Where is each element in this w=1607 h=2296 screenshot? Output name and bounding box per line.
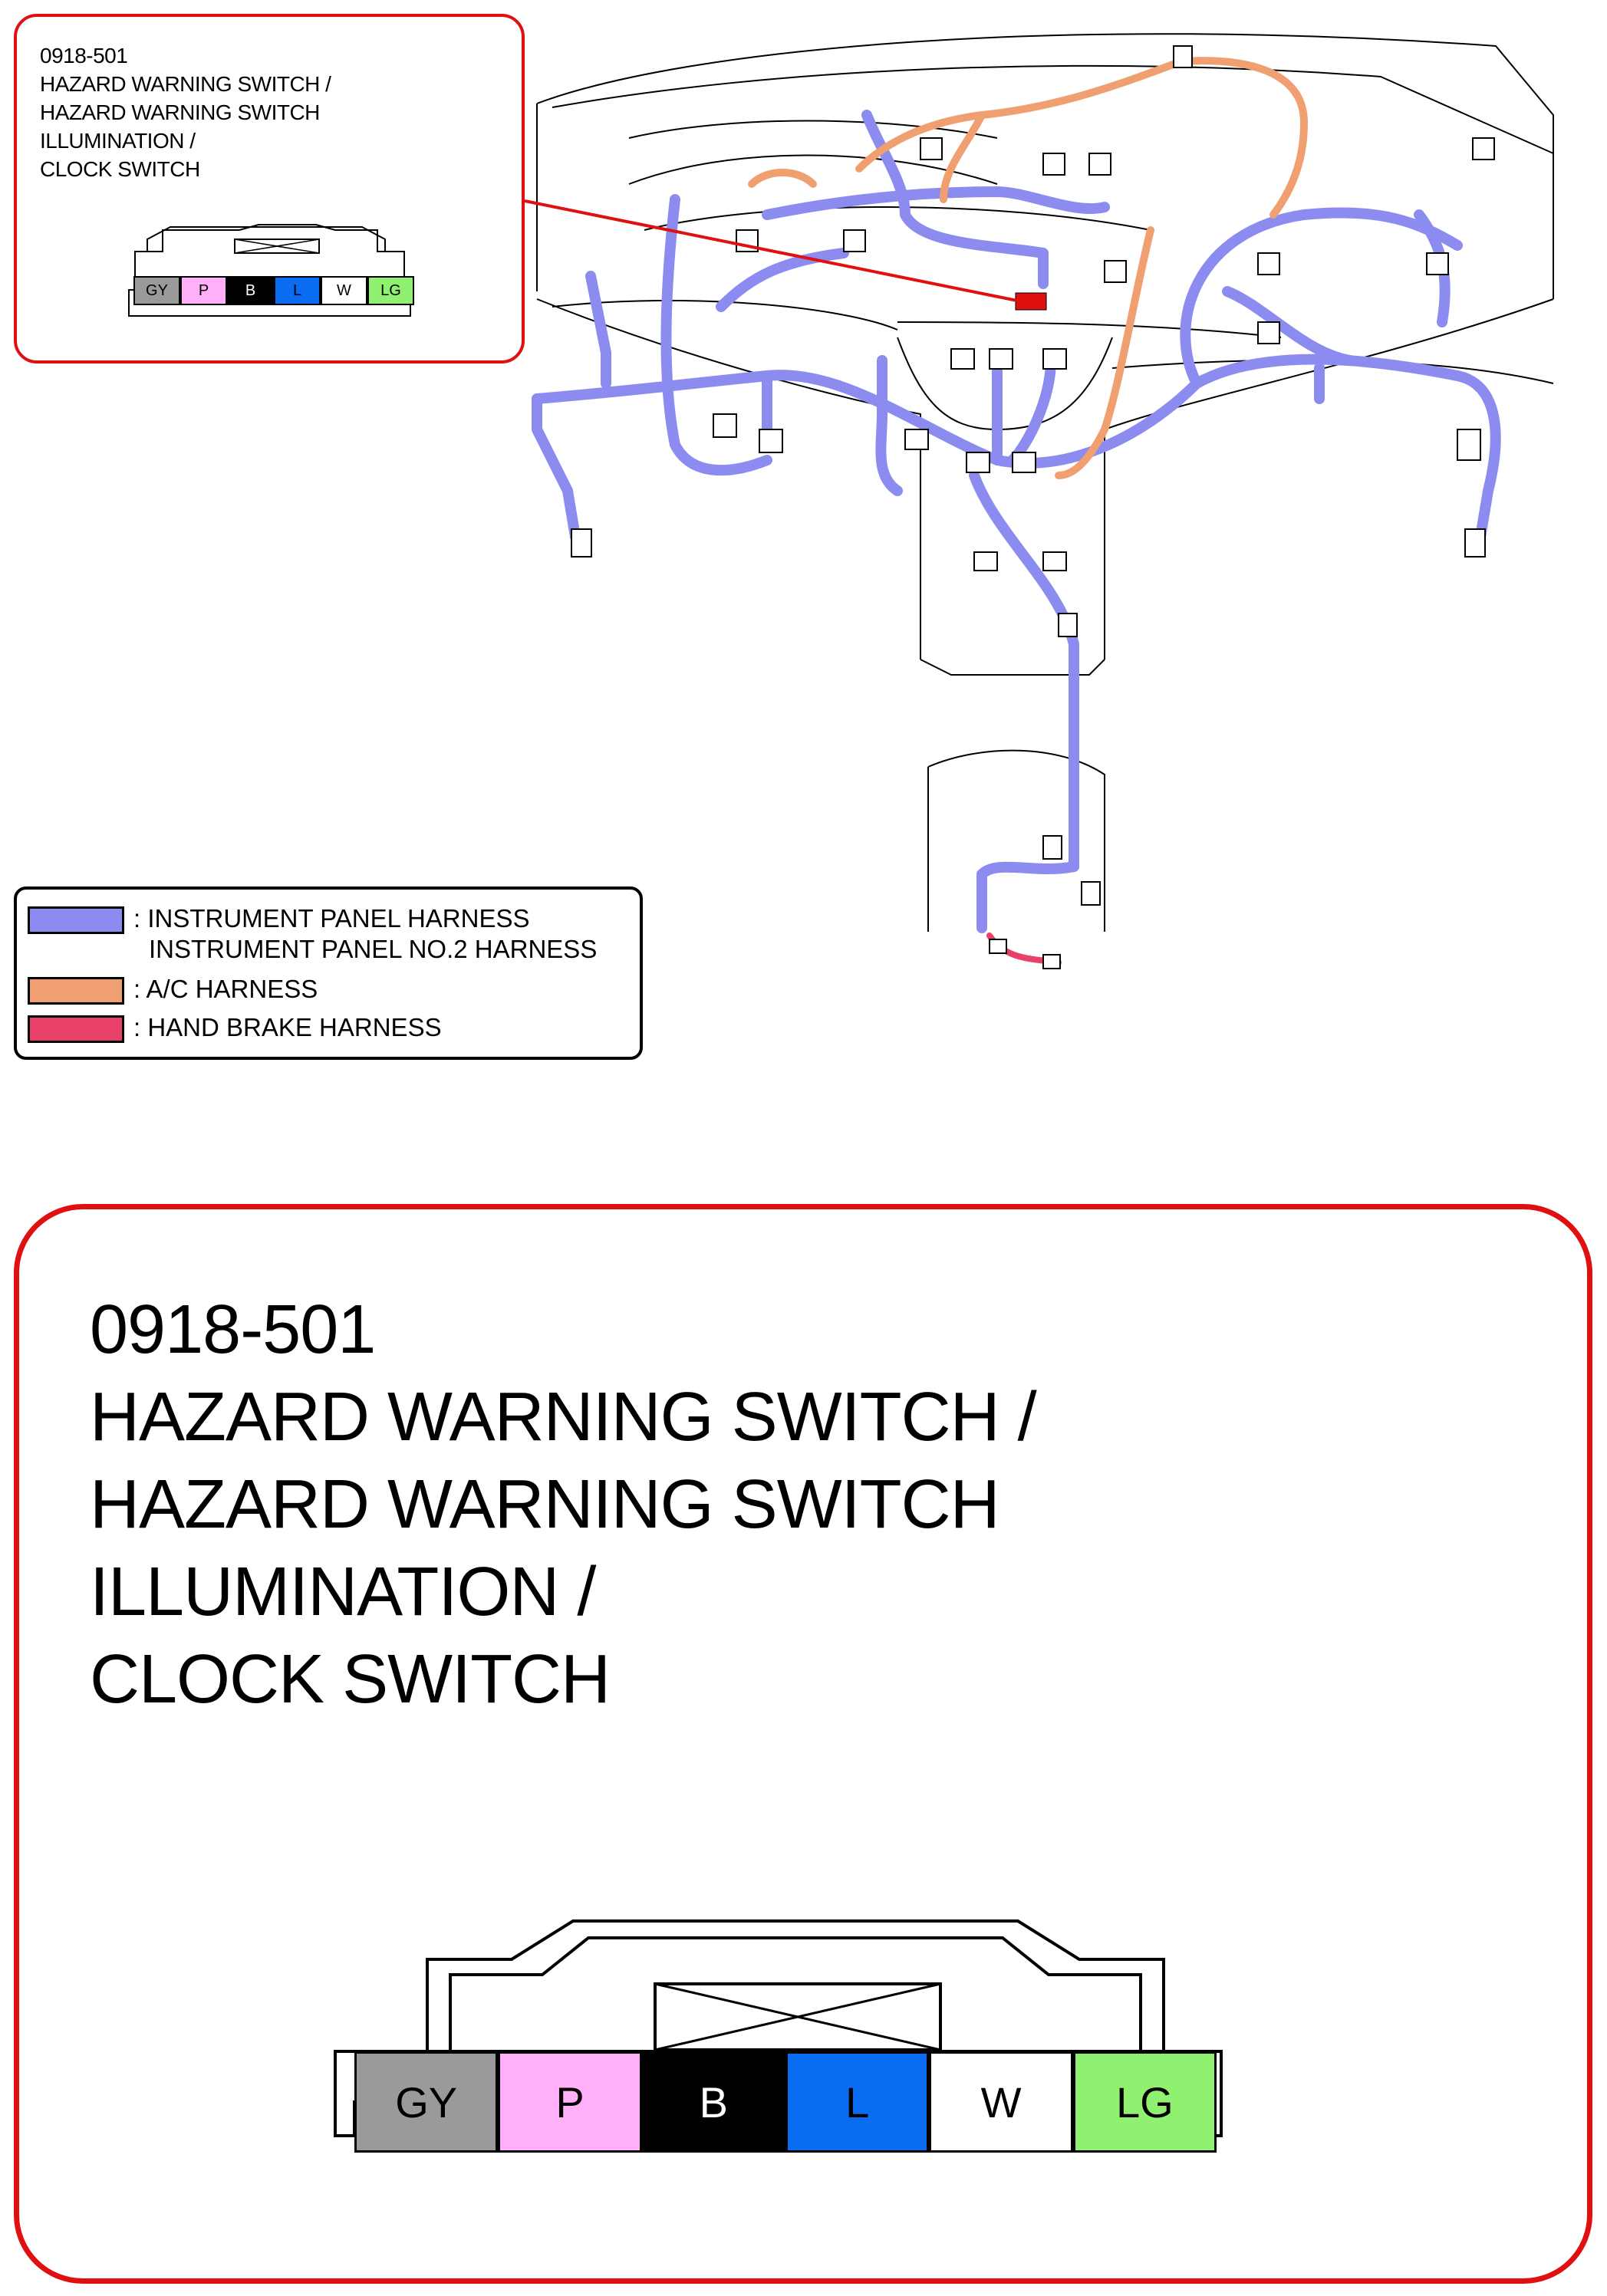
connector-blocks — [571, 45, 1495, 969]
legend-label-ac: : A/C HARNESS — [133, 975, 318, 1003]
harness-layout-drawing — [524, 33, 1554, 969]
legend-label-instrument-panel: : INSTRUMENT PANEL HARNESS — [133, 904, 530, 933]
large-pin-lg: LG — [1072, 2051, 1217, 2153]
small-pin-w: W — [321, 276, 367, 305]
legend-swatch-ac — [28, 977, 124, 1005]
legend-label-instrument-panel-no2: INSTRUMENT PANEL NO.2 HARNESS — [149, 935, 598, 963]
large-pin-p: P — [498, 2051, 642, 2153]
legend-swatch-hand-brake — [28, 1015, 124, 1043]
large-connector-name-line-3: ILLUMINATION / — [90, 1554, 596, 1630]
small-pin-b: B — [227, 276, 274, 305]
ac-harness — [748, 57, 1308, 479]
small-connector-code: 0918-501 — [40, 44, 128, 67]
small-pin-lg: LG — [367, 276, 414, 305]
large-connector-code: 0918-501 — [90, 1291, 376, 1368]
small-pin-p: P — [180, 276, 227, 305]
small-connector-name-line-1: HAZARD WARNING SWITCH / — [40, 72, 331, 96]
large-pin-b: B — [641, 2051, 785, 2153]
large-connector-name-line-2: HAZARD WARNING SWITCH — [90, 1466, 1000, 1543]
callout-small: 0918-501 HAZARD WARNING SWITCH / HAZARD … — [14, 14, 525, 363]
harness-legend: : INSTRUMENT PANEL HARNESS INSTRUMENT PA… — [14, 886, 643, 1060]
small-pin-l: L — [274, 276, 321, 305]
small-pin-gy: GY — [133, 276, 180, 305]
large-connector-name-line-4: CLOCK SWITCH — [90, 1641, 611, 1718]
callout-leader-line — [524, 199, 1018, 302]
large-pin-w: W — [929, 2051, 1073, 2153]
small-connector-name-line-4: CLOCK SWITCH — [40, 157, 200, 181]
legend-swatch-instrument-panel — [28, 906, 124, 934]
large-pin-l: L — [785, 2051, 930, 2153]
large-pin-gy: GY — [354, 2051, 499, 2153]
small-connector-name-line-3: ILLUMINATION / — [40, 129, 196, 153]
instrument-panel-harness — [532, 110, 1501, 933]
callout-large: 0918-501 HAZARD WARNING SWITCH / HAZARD … — [14, 1204, 1592, 2284]
small-connector-name-line-2: HAZARD WARNING SWITCH — [40, 100, 320, 124]
large-connector-name-line-1: HAZARD WARNING SWITCH / — [90, 1379, 1037, 1456]
legend-label-hand-brake: : HAND BRAKE HARNESS — [133, 1013, 442, 1041]
target-connector-marker — [1015, 292, 1047, 311]
